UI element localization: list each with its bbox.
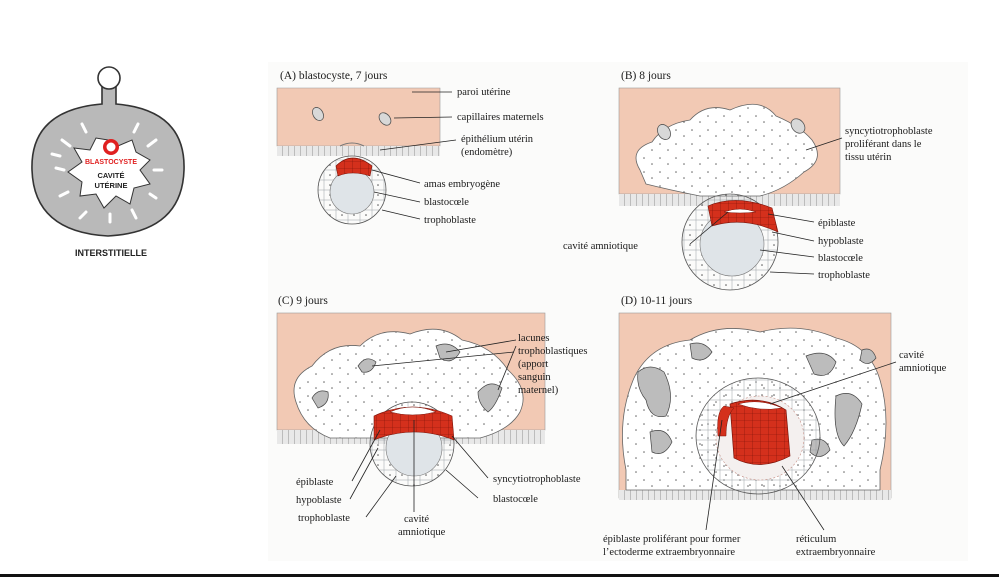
panel-b-epiblast xyxy=(707,200,779,233)
panel-c-cavite-2: amniotique xyxy=(398,527,446,538)
panel-c: (C) 9 jours lacunes trophoblastiques (ap… xyxy=(276,295,587,538)
panel-c-syncytio: syncytiotrophoblaste xyxy=(493,474,581,485)
inset-blastocyste: BLASTOCYSTE xyxy=(85,159,137,166)
panel-c-hypoblaste: hypoblaste xyxy=(296,495,342,506)
uterine-cavity xyxy=(67,137,151,209)
panel-c-lacunes-1: lacunes xyxy=(518,333,550,344)
panel-c-lacunes-3: (apport xyxy=(518,359,548,370)
panel-b-title: (B) 8 jours xyxy=(621,70,671,82)
panel-c-epiblaste: épiblaste xyxy=(296,477,334,488)
inset-cavite: CAVITÉ xyxy=(98,171,125,180)
panel-d-cavite-1: cavité xyxy=(899,350,924,361)
panel-d-title: (D) 10-11 jours xyxy=(621,295,693,307)
panel-d-ectoderm-extension xyxy=(717,405,735,437)
bottom-rule xyxy=(0,574,999,577)
neck-ring xyxy=(97,66,121,90)
panel-a-uterine-wall xyxy=(276,87,441,147)
panel-b-syncytio-2: proliférant dans le xyxy=(845,139,922,150)
blastocyst-cavity-icon xyxy=(106,142,116,152)
panel-b-epiblaste: épiblaste xyxy=(818,218,856,229)
panel-d-reticulum-1: réticulum xyxy=(796,534,836,545)
panel-c-lacunae xyxy=(311,343,503,413)
panel-b-amniotic-cavity xyxy=(723,208,757,214)
gland-marks xyxy=(50,122,164,224)
panel-b: (B) 8 jours syncytiotrophoblaste prolifé… xyxy=(563,70,933,291)
panel-d-epiblaste-2: l’ectoderme extraembryonnaire xyxy=(603,547,735,558)
panel-d-reticulum-2: extraembryonnaire xyxy=(796,547,876,558)
panel-a-epithelium xyxy=(277,146,440,156)
panel-b-cavite: cavité amniotique xyxy=(563,241,638,252)
panel-a-epithelium-label: épithélium utérin xyxy=(461,134,534,145)
panel-a-capillaires: capillaires maternels xyxy=(457,112,544,123)
panel-a: (A) blastocyste, 7 jours paroi utérine c… xyxy=(276,70,544,226)
panel-c-lacunes-2: trophoblastiques xyxy=(518,346,587,357)
panel-b-blastocoele-label: blastocœle xyxy=(818,253,863,264)
panel-d: (D) 10-11 jours cavité amniotique épibla… xyxy=(603,295,947,558)
panel-c-title: (C) 9 jours xyxy=(278,295,328,307)
panel-a-capillaries xyxy=(312,107,392,126)
panel-b-syncytio-1: syncytiotrophoblaste xyxy=(845,126,933,137)
panel-a-embryoblast xyxy=(335,157,373,177)
panel-d-epithelium xyxy=(619,490,891,500)
panel-d-embryo xyxy=(729,399,791,465)
panel-b-capillaries xyxy=(657,118,806,140)
inset-caption: INTERSTITIELLE xyxy=(75,248,147,258)
panel-c-amniotic-cavity xyxy=(389,406,437,416)
panel-a-paroi: paroi utérine xyxy=(457,87,511,98)
implantation-inset: BLASTOCYSTE CAVITÉ UTÉRINE INTERSTITIELL… xyxy=(31,66,185,258)
panel-a-endometre: (endomètre) xyxy=(461,147,513,158)
panel-b-trophoblaste: trophoblaste xyxy=(818,270,870,281)
panel-a-trophoblaste: trophoblaste xyxy=(424,215,476,226)
inset-uterine: UTÉRINE xyxy=(95,181,128,190)
panel-c-lacunes-5: maternel) xyxy=(518,385,559,396)
panel-c-lacunes-4: sanguin xyxy=(518,372,551,383)
panel-c-trophoblaste: trophoblaste xyxy=(298,513,350,524)
panel-d-epiblaste-1: épiblaste proliférant pour former xyxy=(603,534,741,545)
panel-c-cavite-1: cavité xyxy=(404,514,429,525)
implantation-stages-figure: (A) blastocyste, 7 jours paroi utérine c… xyxy=(268,62,968,561)
panel-d-amniotic-cavity xyxy=(737,401,783,410)
panel-a-amas: amas embryogène xyxy=(424,179,500,190)
panel-c-blastocoele-label: blastocœle xyxy=(493,494,538,505)
panel-a-blastocoele xyxy=(329,169,375,215)
panel-b-syncytio-3: tissu utérin xyxy=(845,152,892,163)
panel-b-hypoblaste: hypoblaste xyxy=(818,236,864,247)
panel-a-blastocoele-label: blastocœle xyxy=(424,197,469,208)
panel-d-cavite-2: amniotique xyxy=(899,363,947,374)
panel-a-title: (A) blastocyste, 7 jours xyxy=(280,70,388,82)
